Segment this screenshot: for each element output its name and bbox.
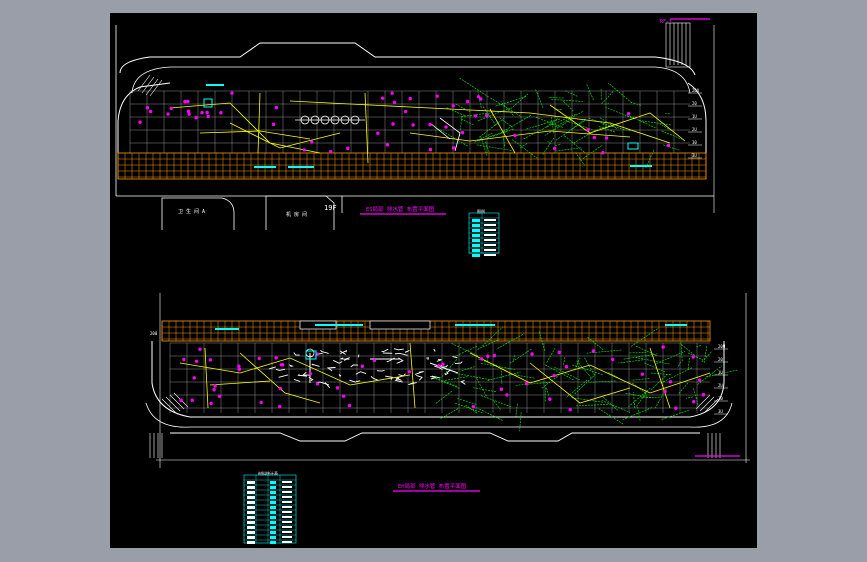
bottom-room-details — [268, 348, 466, 389]
top-axis-label: 2U — [692, 127, 697, 132]
room-code: 19F — [324, 204, 337, 212]
top-plan: 20U 20 1U 2U 30 3U RF-1 卫 生 间 A 机 房 间 19F ES局… — [115, 18, 715, 257]
top-axis-label: 30 — [692, 140, 697, 145]
bottom-callouts — [215, 324, 687, 330]
bottom-stair-left — [149, 392, 189, 458]
top-lower-rooms — [161, 195, 343, 230]
bottom-axis-label: 1U — [718, 370, 723, 375]
top-note: RF-1 — [660, 19, 672, 25]
top-hull-inner — [131, 66, 691, 94]
bottom-grid — [169, 342, 710, 413]
bottom-corner-label: 200 — [150, 331, 158, 336]
bottom-legend-title: 材料统计表 — [258, 470, 278, 476]
bottom-axis-label: 2U — [718, 383, 723, 388]
top-callouts — [206, 84, 652, 168]
top-axis-label: 1U — [692, 114, 697, 119]
top-legend-table: 图例 — [468, 208, 500, 257]
top-plan-title: ES局部 排水管 布置平面图 — [366, 205, 435, 213]
cad-drawing-canvas: 20U 20 1U 2U 30 3U RF-1 卫 生 间 A 机 房 间 19F ES局… — [115, 18, 750, 544]
bottom-axis-label: 3U — [718, 409, 723, 414]
room-label-right: 机 房 间 — [286, 211, 307, 218]
top-hull-upper — [119, 42, 696, 76]
top-axis-label: 20 — [692, 101, 697, 106]
top-pipe-network — [138, 77, 686, 168]
bottom-plan-title: EH局部 排水管 布置平面图 — [398, 482, 467, 490]
cad-drawing-viewport[interactable]: 20U 20 1U 2U 30 3U RF-1 卫 生 间 A 机 房 间 19F ES局… — [110, 13, 757, 548]
top-hull-ends — [117, 82, 707, 153]
bottom-hull-inner — [151, 341, 725, 418]
room-label-left: 卫 生 间 A — [178, 208, 205, 215]
top-axis-labels: 20U 20 1U 2U 30 3U — [688, 88, 702, 159]
top-grid — [129, 90, 690, 153]
bottom-pipe-network — [179, 326, 738, 432]
bottom-material-table: 材料统计表 — [243, 470, 297, 544]
bottom-hull-outer — [145, 402, 733, 428]
top-axis-label: 20U — [692, 88, 700, 93]
bottom-plan: 20U 20 1U 2U 30 3U 200 EH局部 排水管 布置平面图 材料统计表 — [145, 293, 750, 544]
top-stair-left — [137, 74, 163, 97]
top-valve-chain — [295, 115, 365, 125]
bottom-axis-labels: 20U 20 1U 2U 30 3U — [714, 344, 728, 415]
top-axis-label: 3U — [692, 153, 697, 158]
top-stair-right — [665, 22, 691, 68]
bottom-orange-strip — [161, 320, 711, 342]
bottom-stair-right — [695, 394, 721, 458]
bottom-axis-label: 30 — [718, 396, 723, 401]
bottom-axis-label: 20U — [718, 344, 726, 349]
bottom-axis-label: 20 — [718, 357, 723, 362]
bottom-hull-lower — [170, 432, 700, 442]
top-orange-strip — [117, 152, 707, 180]
top-legend-title: 图例 — [477, 208, 485, 214]
